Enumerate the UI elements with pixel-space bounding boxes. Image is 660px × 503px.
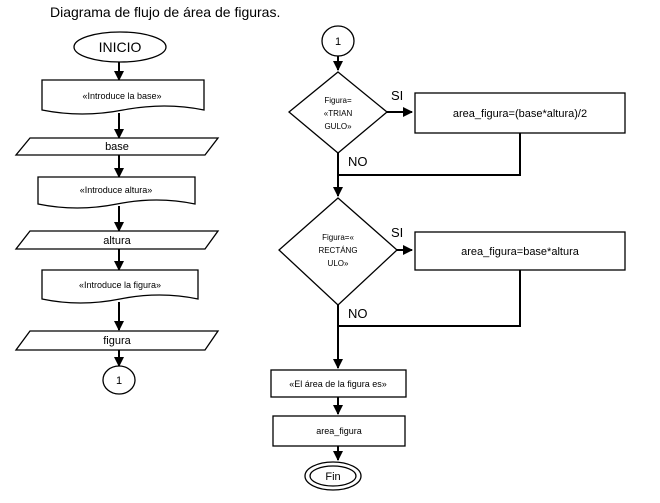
input-figura-label: «Introduce la figura» — [79, 280, 161, 290]
data-base-label: base — [105, 141, 129, 153]
connector-in-label: 1 — [335, 36, 341, 48]
process-formula-rectangulo: area_figura=base*altura — [414, 231, 626, 271]
output-message: «El área de la figura es» — [270, 369, 407, 398]
yes-label-1: SI — [391, 88, 403, 103]
input-figura-process: «Introduce la figura» — [41, 269, 199, 304]
decision-triangulo-line1: Figura= — [324, 96, 352, 105]
process-formula-triangulo: area_figura=(base*altura)/2 — [414, 92, 626, 134]
decision-rectangulo-line2: RECTÁNG — [318, 246, 357, 255]
data-altura: altura — [14, 230, 220, 250]
output-value-label: area_figura — [316, 426, 362, 436]
data-altura-label: altura — [103, 235, 131, 247]
connector-out: 1 — [102, 365, 136, 395]
decision-rectangulo-line3: ULO» — [328, 259, 349, 268]
connector-out-label: 1 — [116, 375, 122, 387]
formula-triangulo-label: area_figura=(base*altura)/2 — [453, 108, 587, 120]
end-label: Fin — [325, 471, 340, 483]
diagram-title: Diagrama de flujo de área de figuras. — [50, 4, 280, 20]
input-altura-label: «Introduce altura» — [80, 185, 153, 195]
no-label-2: NO — [348, 306, 368, 321]
input-base-process: «Introduce la base» — [41, 79, 205, 115]
connector-in: 1 — [321, 25, 355, 57]
data-figura: figura — [14, 330, 220, 351]
yes-label-2: SI — [391, 225, 403, 240]
input-base-label: «Introduce la base» — [82, 91, 161, 101]
decision-rectangulo: Figura=« RECTÁNG ULO» — [278, 197, 398, 306]
decision-rectangulo-line1: Figura=« — [322, 233, 354, 242]
data-figura-label: figura — [103, 335, 131, 347]
right-flow-lines — [333, 56, 521, 461]
no-label-1: NO — [348, 154, 368, 169]
start-terminal: INICIO — [73, 31, 167, 63]
end-terminal: Fin — [304, 461, 362, 491]
decision-triangulo-line2: «TRIAN — [324, 109, 353, 118]
start-label: INICIO — [99, 39, 142, 55]
decision-triangulo: Figura= «TRIAN GULO» — [287, 71, 389, 154]
decision-triangulo-line3: GULO» — [324, 122, 352, 131]
formula-rectangulo-label: area_figura=base*altura — [461, 246, 580, 258]
output-value: area_figura — [272, 415, 406, 447]
data-base: base — [14, 137, 220, 156]
output-message-label: «El área de la figura es» — [289, 379, 387, 389]
input-altura-process: «Introduce altura» — [37, 176, 196, 209]
